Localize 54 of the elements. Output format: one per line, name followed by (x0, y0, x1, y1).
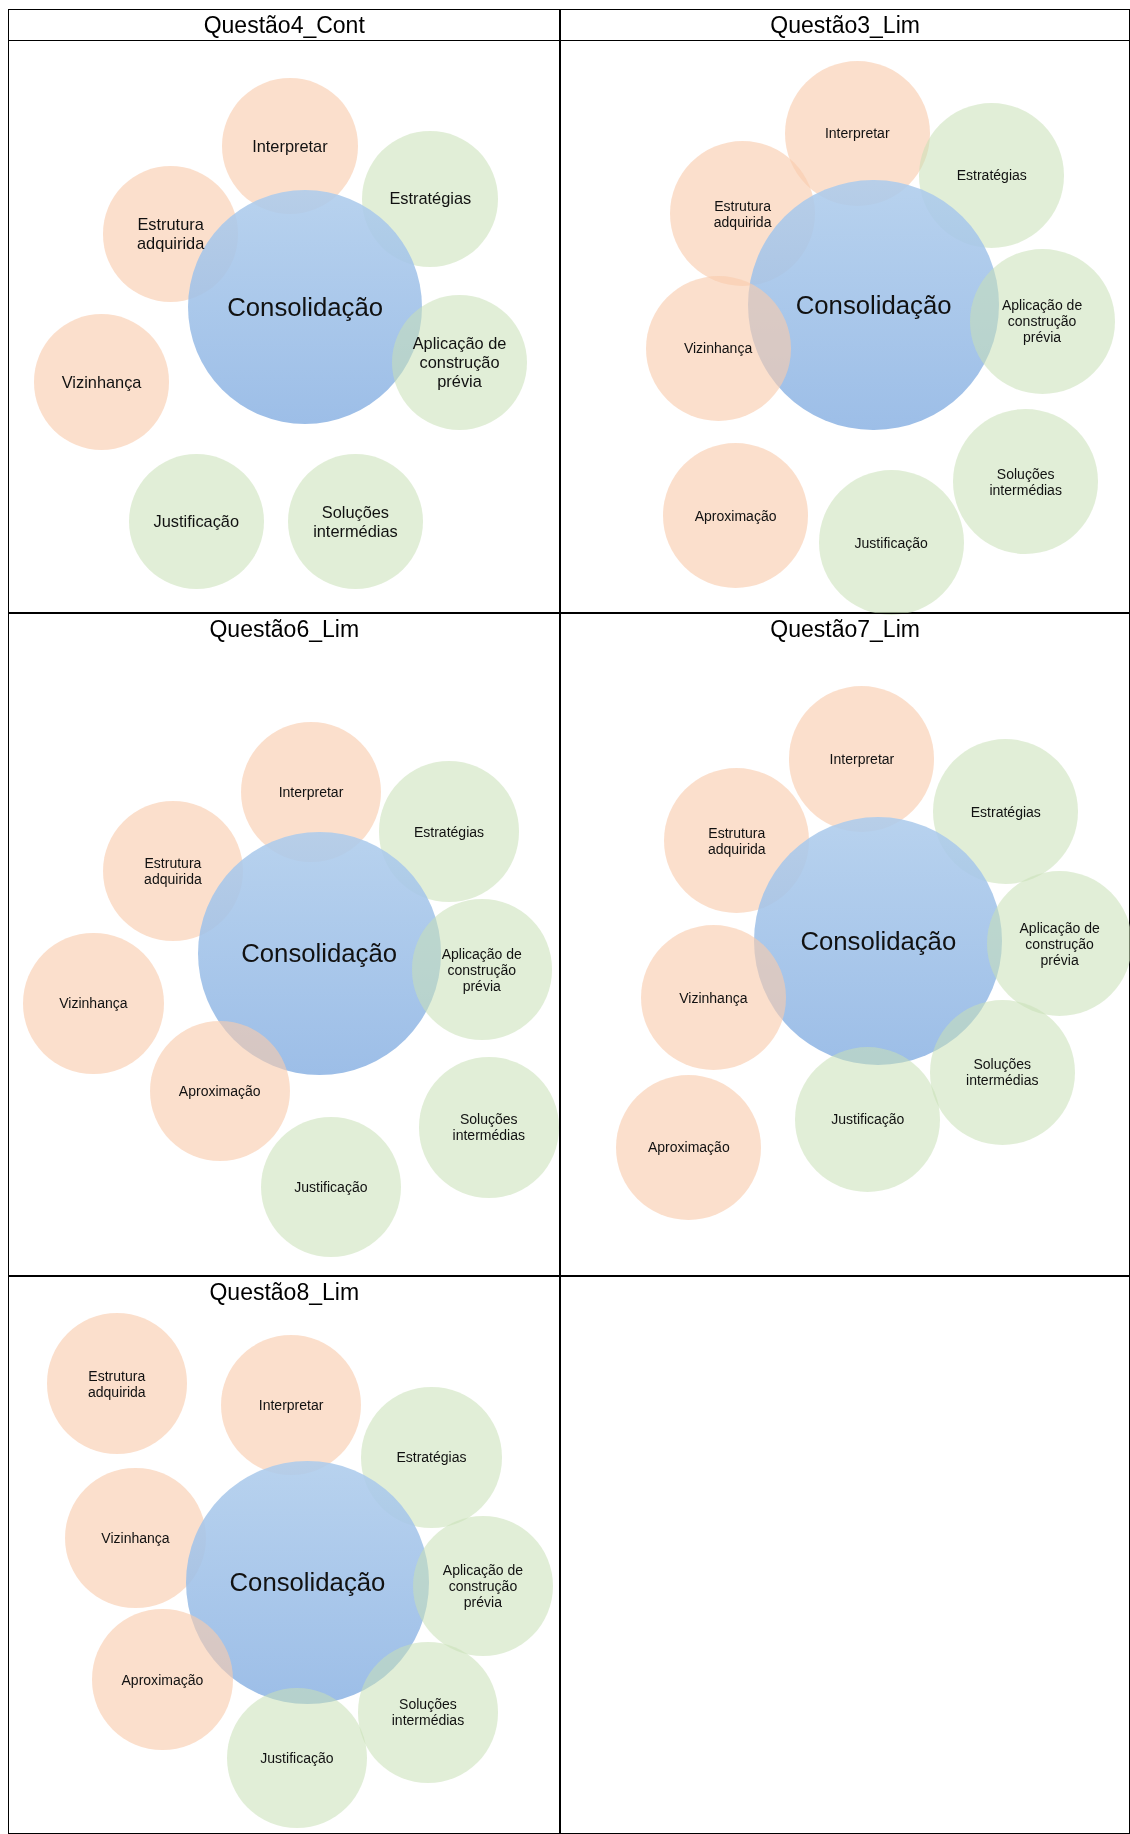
circle-label: Vizinhança (679, 989, 748, 1006)
circle-label: Estrutura adquirida (143, 855, 203, 888)
circle-label: Estratégias (396, 1449, 467, 1466)
circle-label: Aplicação de construção prévia (441, 1562, 525, 1610)
circle-label: Justificação (854, 534, 928, 551)
circle-label: Estrutura adquirida (712, 197, 773, 230)
panel-title: Questão7_Lim (769, 614, 921, 644)
table-panel (8, 612, 561, 1277)
circle-label: Estrutura adquirida (135, 214, 206, 253)
circle-label: Consolidação (227, 292, 384, 322)
circle-label: Justificação (294, 1179, 368, 1196)
circle-label: Vizinhança (101, 1530, 170, 1547)
circle-label: Vizinhança (683, 340, 753, 357)
circle-label: Estratégias (413, 823, 485, 840)
panel-title: Questão8_Lim (208, 1278, 361, 1308)
circle-label: Aplicação de construção prévia (1000, 297, 1084, 346)
circle-label: Soluções intermédias (965, 1056, 1040, 1089)
circle-label: Consolidação (229, 1568, 386, 1597)
circle-label: Consolidação (795, 290, 952, 320)
circle-label: Aplicação de construção prévia (411, 333, 508, 391)
circle-label: Aproximação (647, 1139, 730, 1156)
circle-label: Aplicação de construção prévia (440, 945, 523, 994)
circle-label: Justificação (153, 512, 240, 531)
panel-title: Questão6_Lim (208, 614, 361, 644)
circle-label: Aproximação (694, 507, 777, 524)
table-panel (560, 612, 1130, 1277)
circle-label: Interpretar (278, 783, 344, 800)
circle-label: Estratégias (389, 189, 472, 209)
circle-label: Estrutura adquirida (706, 824, 767, 857)
circle-label: Aproximação (121, 1671, 204, 1688)
circle-label: Aproximação (178, 1083, 261, 1100)
circle-label: Consolidação (800, 926, 957, 956)
panel-title: Questão3_Lim (561, 10, 1129, 42)
table-panel (8, 1276, 561, 1834)
circle-label: Soluções intermédias (988, 465, 1063, 498)
circle-label: Interpretar (824, 125, 890, 142)
circle-label: Soluções intermédias (312, 502, 399, 541)
circle-label: Justificação (831, 1111, 905, 1128)
table-panel (8, 9, 561, 613)
circle-label: Consolidação (241, 938, 398, 968)
circle-label: Interpretar (258, 1396, 324, 1413)
circle-label: Interpretar (829, 751, 895, 767)
circle-label: Estrutura adquirida (86, 1367, 147, 1400)
circle-label: Vizinhança (59, 995, 128, 1012)
panel-title: Questão4_Cont (9, 10, 560, 42)
table-panel (560, 9, 1130, 613)
circle-label: Aplicação de construção prévia (1018, 919, 1101, 968)
circle-label: Soluções intermédias (451, 1111, 526, 1144)
circle-label: Estratégias (970, 803, 1041, 820)
circle-label: Justificação (260, 1749, 334, 1766)
circle-label: Interpretar (252, 136, 328, 156)
circle-label: Estratégias (956, 167, 1027, 184)
circle-label: Vizinhança (61, 372, 142, 392)
circle-label: Soluções intermédias (390, 1696, 466, 1729)
